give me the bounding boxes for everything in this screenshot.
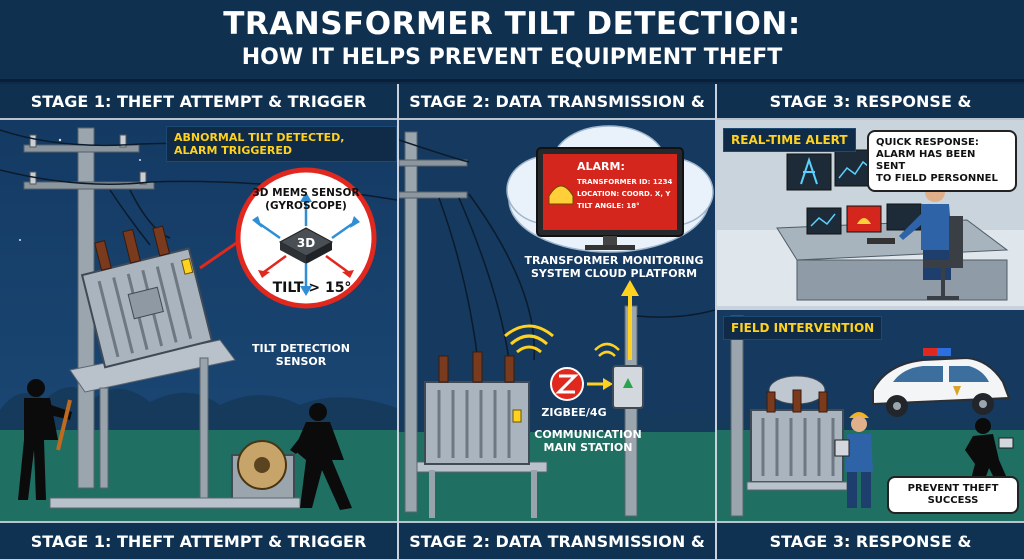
stage3-illustration <box>717 120 1024 521</box>
response-line3: TO FIELD PERSONNEL <box>876 173 998 184</box>
header: TRANSFORMER TILT DETECTION: HOW IT HELPS… <box>0 0 1024 82</box>
utility-pole-left <box>404 131 418 513</box>
mems-chip-icon <box>278 227 334 264</box>
station-caption-line2: MAIN STATION <box>543 441 633 454</box>
stage2-footer: STAGE 2: DATA TRANSMISSION & ANALYSIS <box>399 521 715 559</box>
realtime-alert-tag: REAL-TIME ALERT <box>723 128 856 152</box>
stage1-illustration: 3D 3D MEMS SENSOR (GYROSCOPE) TILT > 15° <box>0 120 397 521</box>
siren-icon <box>548 185 574 205</box>
police-car <box>872 348 1011 417</box>
sensor-title-line1: 3D MEMS SENSOR <box>252 187 359 199</box>
keyboard <box>867 238 895 244</box>
response-line1: QUICK RESPONSE: <box>876 137 979 148</box>
page-subtitle: HOW IT HELPS PREVENT EQUIPMENT THEFT <box>241 45 783 70</box>
divider-1 <box>397 84 399 559</box>
cloud-caption-line2: SYSTEM CLOUD PLATFORM <box>530 267 698 280</box>
tilted-transformer <box>80 225 214 369</box>
cloud-caption-line1: TRANSFORMER MONITORING <box>524 254 704 267</box>
screen-location: LOCATION: COORD. X, Y <box>577 190 671 198</box>
stage2-heading: STAGE 2: DATA TRANSMISSION & ANALYSIS <box>399 84 715 147</box>
prevent-theft-bubble: PREVENT THEFT SUCCESS <box>887 476 1019 514</box>
stage3-footer: STAGE 3: RESPONSE & PREVENTION <box>717 521 1024 559</box>
uplink-arrow-icon <box>621 280 639 296</box>
stage1-panel: STAGE 1: THEFT ATTEMPT & TRIGGER <box>0 84 397 559</box>
stage3-heading: STAGE 3: RESPONSE & PREVENTION <box>717 84 1024 147</box>
stage2-panel: STAGE 2: DATA TRANSMISSION & ANALYSIS AL… <box>399 84 715 559</box>
station-signal-icon <box>594 342 620 357</box>
sensor-title-line2: (GYROSCOPE) <box>265 200 347 212</box>
transformer <box>424 351 530 465</box>
response-line2: ALARM HAS BEEN SENT <box>876 149 976 172</box>
page-title: TRANSFORMER TILT DETECTION: <box>223 6 801 42</box>
tilt-sensor-device <box>180 258 194 275</box>
screen-alarm-title: ALARM: <box>577 160 625 173</box>
office-chair <box>923 216 963 300</box>
divider-2 <box>715 84 717 559</box>
thief-figure-right <box>290 403 352 510</box>
stage1-heading: STAGE 1: THEFT ATTEMPT & TRIGGER <box>0 84 397 120</box>
field-worker-figure <box>834 412 873 508</box>
stage1-scene: 3D 3D MEMS SENSOR (GYROSCOPE) TILT > 15° <box>0 120 397 521</box>
field-intervention-tag: FIELD INTERVENTION <box>723 316 883 340</box>
stage1-footer: STAGE 1: THEFT ATTEMPT & TRIGGER <box>0 521 397 559</box>
quick-response-bubble: QUICK RESPONSE: ALARM HAS BEEN SENT TO F… <box>867 130 1017 192</box>
screen-transformer-id: TRANSFORMER ID: 1234 <box>577 178 672 186</box>
zigbee-label: ZIGBEE/4G <box>541 406 607 419</box>
stage2-scene: ALARM: TRANSFORMER ID: 1234 LOCATION: CO… <box>399 120 715 521</box>
station-caption: COMMUNICATION MAIN STATION <box>533 428 643 454</box>
tilt-threshold: TILT > 15° <box>273 280 352 296</box>
cable-reel <box>231 440 295 500</box>
ground-slab <box>49 497 301 509</box>
station-caption-line1: COMMUNICATION <box>534 428 642 441</box>
transformer <box>746 375 848 491</box>
axis-arrows-icon <box>252 192 360 296</box>
thief-figure-left <box>18 379 72 500</box>
chip-label: 3D <box>297 236 315 250</box>
desk-monitors <box>806 203 922 235</box>
alarm-triggered-tag: ABNORMAL TILT DETECTED, ALARM TRIGGERED <box>166 126 397 162</box>
wireless-signal-icon <box>504 324 554 354</box>
utility-pole <box>730 315 744 517</box>
screen-tilt-angle: TILT ANGLE: 18° <box>577 202 640 210</box>
stage3-panel: STAGE 3: RESPONSE & PREVENTION <box>717 84 1024 559</box>
alarm-monitor <box>536 147 684 250</box>
sensor-caption: TILT DETECTION SENSOR <box>251 342 350 368</box>
cloud-caption: TRANSFORMER MONITORING SYSTEM CLOUD PLAT… <box>519 254 709 280</box>
stage2-illustration: ALARM: TRANSFORMER ID: 1234 LOCATION: CO… <box>399 120 715 521</box>
stage3-scene: REAL-TIME ALERT QUICK RESPONSE: ALARM HA… <box>717 120 1024 521</box>
tree-line <box>0 386 397 440</box>
